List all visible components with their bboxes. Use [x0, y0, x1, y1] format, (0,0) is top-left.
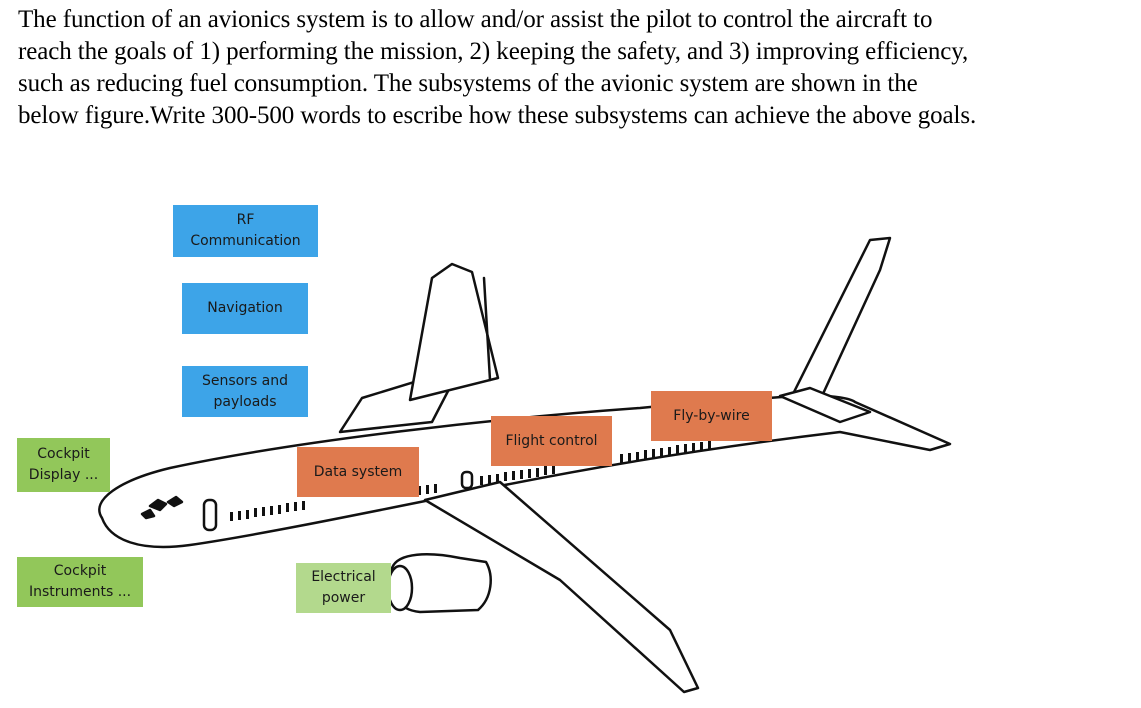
data-system-box: Data system	[297, 447, 419, 497]
question-text: The function of an avionics system is to…	[18, 4, 1136, 132]
question-line-4: below figure.Write 300-500 words to escr…	[18, 100, 1136, 132]
question-line-4-start: below figure	[18, 102, 144, 129]
question-line-4-end: .Write 300-500 words to escribe how thes…	[143, 102, 977, 129]
sensors-label-2: payloads	[213, 393, 277, 410]
flight-control-label: Flight control	[505, 432, 598, 449]
flight-control-box: Flight control	[491, 416, 612, 466]
navigation-box: Navigation	[182, 283, 308, 334]
navigation-label: Navigation	[207, 300, 283, 316]
cockpit-instruments-label-2: Instruments ...	[28, 584, 132, 600]
rf-communication-box: RF Communication	[173, 205, 318, 257]
fly-by-wire-box: Fly-by-wire	[651, 391, 772, 441]
electrical-power-box: Electrical power	[296, 563, 391, 613]
near-wing	[423, 480, 700, 694]
cockpit-display-label-1: Cockpit	[37, 446, 90, 462]
cockpit-instruments-box: Cockpit Instruments ...	[17, 557, 143, 607]
electrical-power-label-1: Electrical	[311, 569, 376, 585]
rf-communication-label-1: RF	[236, 212, 255, 228]
vertical-tail	[408, 262, 500, 402]
cockpit-display-box: Cockpit Display ...	[17, 438, 110, 492]
question-line-3: such as reducing fuel consumption. The s…	[18, 70, 918, 97]
fly-by-wire-label: Fly-by-wire	[673, 407, 750, 424]
question-line-1: The function of an avionics system is to…	[18, 6, 933, 33]
sensors-payloads-box: Sensors and payloads	[182, 366, 308, 417]
sensors-label-1: Sensors and	[201, 372, 289, 389]
data-system-label: Data system	[313, 463, 403, 480]
rf-communication-label-2: Communication	[190, 233, 301, 249]
cockpit-display-label-2: Display ...	[28, 467, 99, 483]
electrical-power-label-2: power	[321, 590, 366, 606]
cockpit-instruments-label-1: Cockpit	[53, 563, 107, 579]
question-line-2: reach the goals of 1) performing the mis…	[18, 38, 969, 65]
horizontal-stabilizer	[778, 386, 872, 424]
